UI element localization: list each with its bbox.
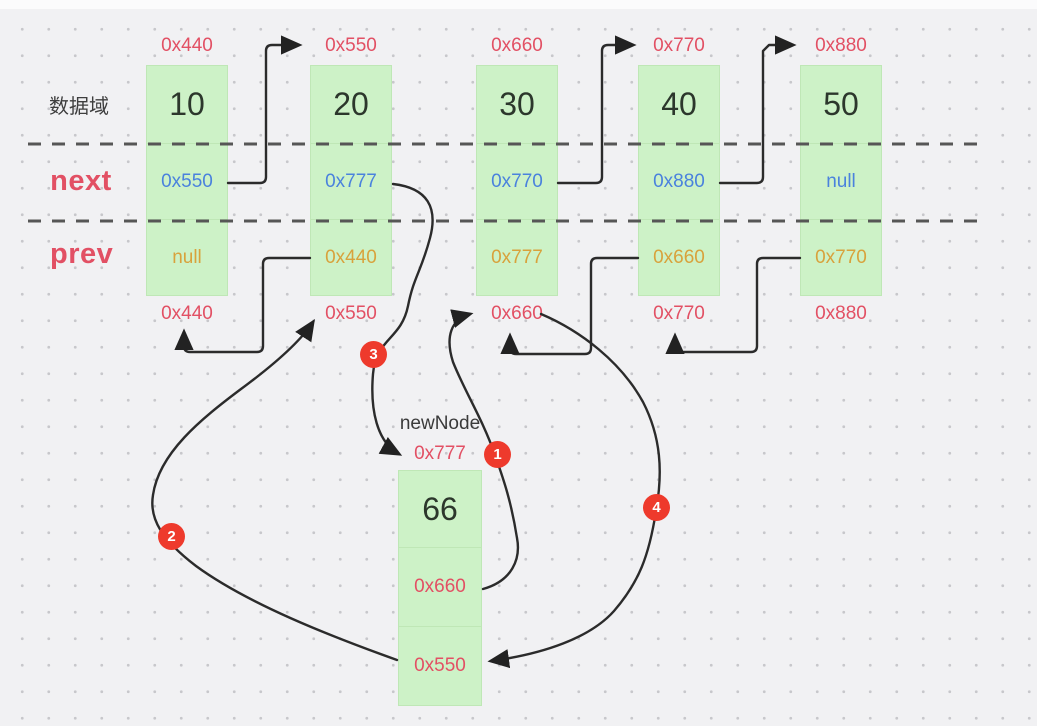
- node-next-cell: 0x880: [638, 143, 720, 220]
- list-node-0x770: 0x770 40 0x880 0x660 0x770: [638, 35, 720, 324]
- new-node-0x777: newNode 0x777 66 0x660 0x550: [398, 413, 482, 706]
- node-address-top: 0x440: [161, 35, 213, 56]
- node-next-cell: 0x777: [310, 143, 392, 220]
- new-node-prev-cell: 0x550: [398, 626, 482, 706]
- step-badge-3: 3: [360, 341, 387, 368]
- arrow-step4-0x660-prev-to-newnode: [487, 312, 661, 669]
- node-prev-cell: 0x770: [800, 219, 882, 296]
- list-node-0x660: 0x660 30 0x770 0x777 0x660: [476, 35, 558, 324]
- new-node-address: 0x777: [414, 443, 466, 464]
- node-prev-cell: 0x660: [638, 219, 720, 296]
- node-address-bottom: 0x550: [325, 303, 377, 324]
- step-badge-1: 1: [484, 441, 511, 468]
- arrow-next-0x440-to-0x550: [226, 35, 303, 185]
- node-next-cell: 0x770: [476, 143, 558, 220]
- node-prev-cell: null: [146, 219, 228, 296]
- node-address-top: 0x550: [325, 35, 377, 56]
- node-data-cell: 50: [800, 65, 882, 144]
- arrow-next-0x770-to-0x880: [718, 35, 797, 185]
- arrow-prev-0x550-to-0x440: [174, 256, 312, 354]
- node-address-top: 0x770: [653, 35, 705, 56]
- arrow-prev-0x770-to-0x660: [500, 256, 640, 356]
- row-label-next: next: [50, 165, 112, 197]
- new-node-next-cell: 0x660: [398, 547, 482, 627]
- top-strip: [0, 0, 1037, 9]
- node-next-cell: 0x550: [146, 143, 228, 220]
- arrow-step2-newnode-prev-to-0x550: [151, 318, 399, 662]
- list-node-0x880: 0x880 50 null 0x770 0x880: [800, 35, 882, 324]
- arrow-prev-0x880-to-0x770: [665, 256, 802, 354]
- row-label-data-field: 数据域: [49, 96, 109, 118]
- node-data-cell: 40: [638, 65, 720, 144]
- list-node-0x440: 0x440 10 0x550 null 0x440: [146, 35, 228, 324]
- new-node-label: newNode: [399, 413, 481, 434]
- arrow-step3-0x550-next-to-newnode: [371, 182, 434, 456]
- node-address-bottom: 0x440: [161, 303, 213, 324]
- node-data-cell: 30: [476, 65, 558, 144]
- step-badge-2: 2: [158, 523, 185, 550]
- row-label-prev: prev: [50, 238, 114, 270]
- node-address-top: 0x880: [815, 35, 867, 56]
- node-address-bottom: 0x770: [653, 303, 705, 324]
- node-data-cell: 20: [310, 65, 392, 144]
- list-node-0x550: 0x550 20 0x777 0x440 0x550: [310, 35, 392, 324]
- step-badge-4: 4: [643, 494, 670, 521]
- node-next-cell: null: [800, 143, 882, 220]
- node-address-bottom: 0x880: [815, 303, 867, 324]
- node-address-bottom: 0x660: [491, 303, 543, 324]
- node-prev-cell: 0x777: [476, 219, 558, 296]
- node-prev-cell: 0x440: [310, 219, 392, 296]
- arrow-next-0x660-to-0x770: [556, 35, 637, 185]
- new-node-data-cell: 66: [398, 470, 482, 548]
- node-address-top: 0x660: [491, 35, 543, 56]
